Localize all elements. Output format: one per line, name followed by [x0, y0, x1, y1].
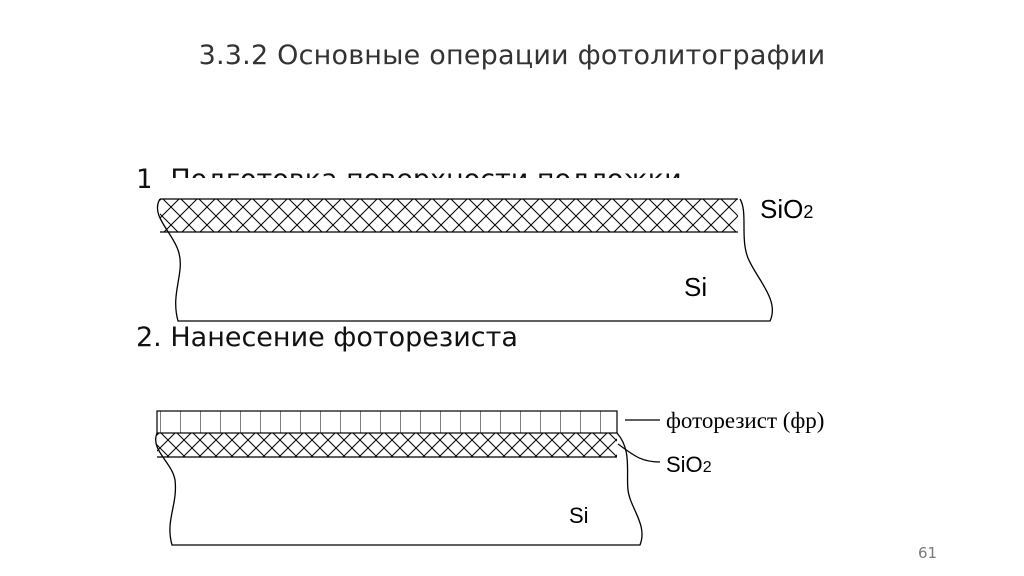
page-number: 61 [918, 544, 938, 562]
fig2-sio2-layer [157, 433, 617, 457]
fig1-substrate-outline [156, 198, 773, 322]
fig2-resist-layer [156, 410, 618, 434]
fig2-sio2-label: SiO2 [666, 452, 712, 477]
fig1-si-label: Si [684, 272, 707, 302]
fig1-sio2-label: SiO2 [760, 194, 813, 224]
fig2-resist-label: фоторезист (фр) [666, 408, 824, 433]
fig2-substrate-outline [154, 432, 643, 546]
fig2-sio2-leader [617, 443, 661, 463]
step-2-heading: 2. Нанесение фоторезиста [136, 322, 518, 353]
fig2-si-label: Si [569, 503, 589, 528]
slide-title: 3.3.2 Основные операции фотолитографии [198, 40, 826, 71]
fig1-sio2-layer [160, 199, 738, 232]
fig1-mask [150, 178, 750, 200]
